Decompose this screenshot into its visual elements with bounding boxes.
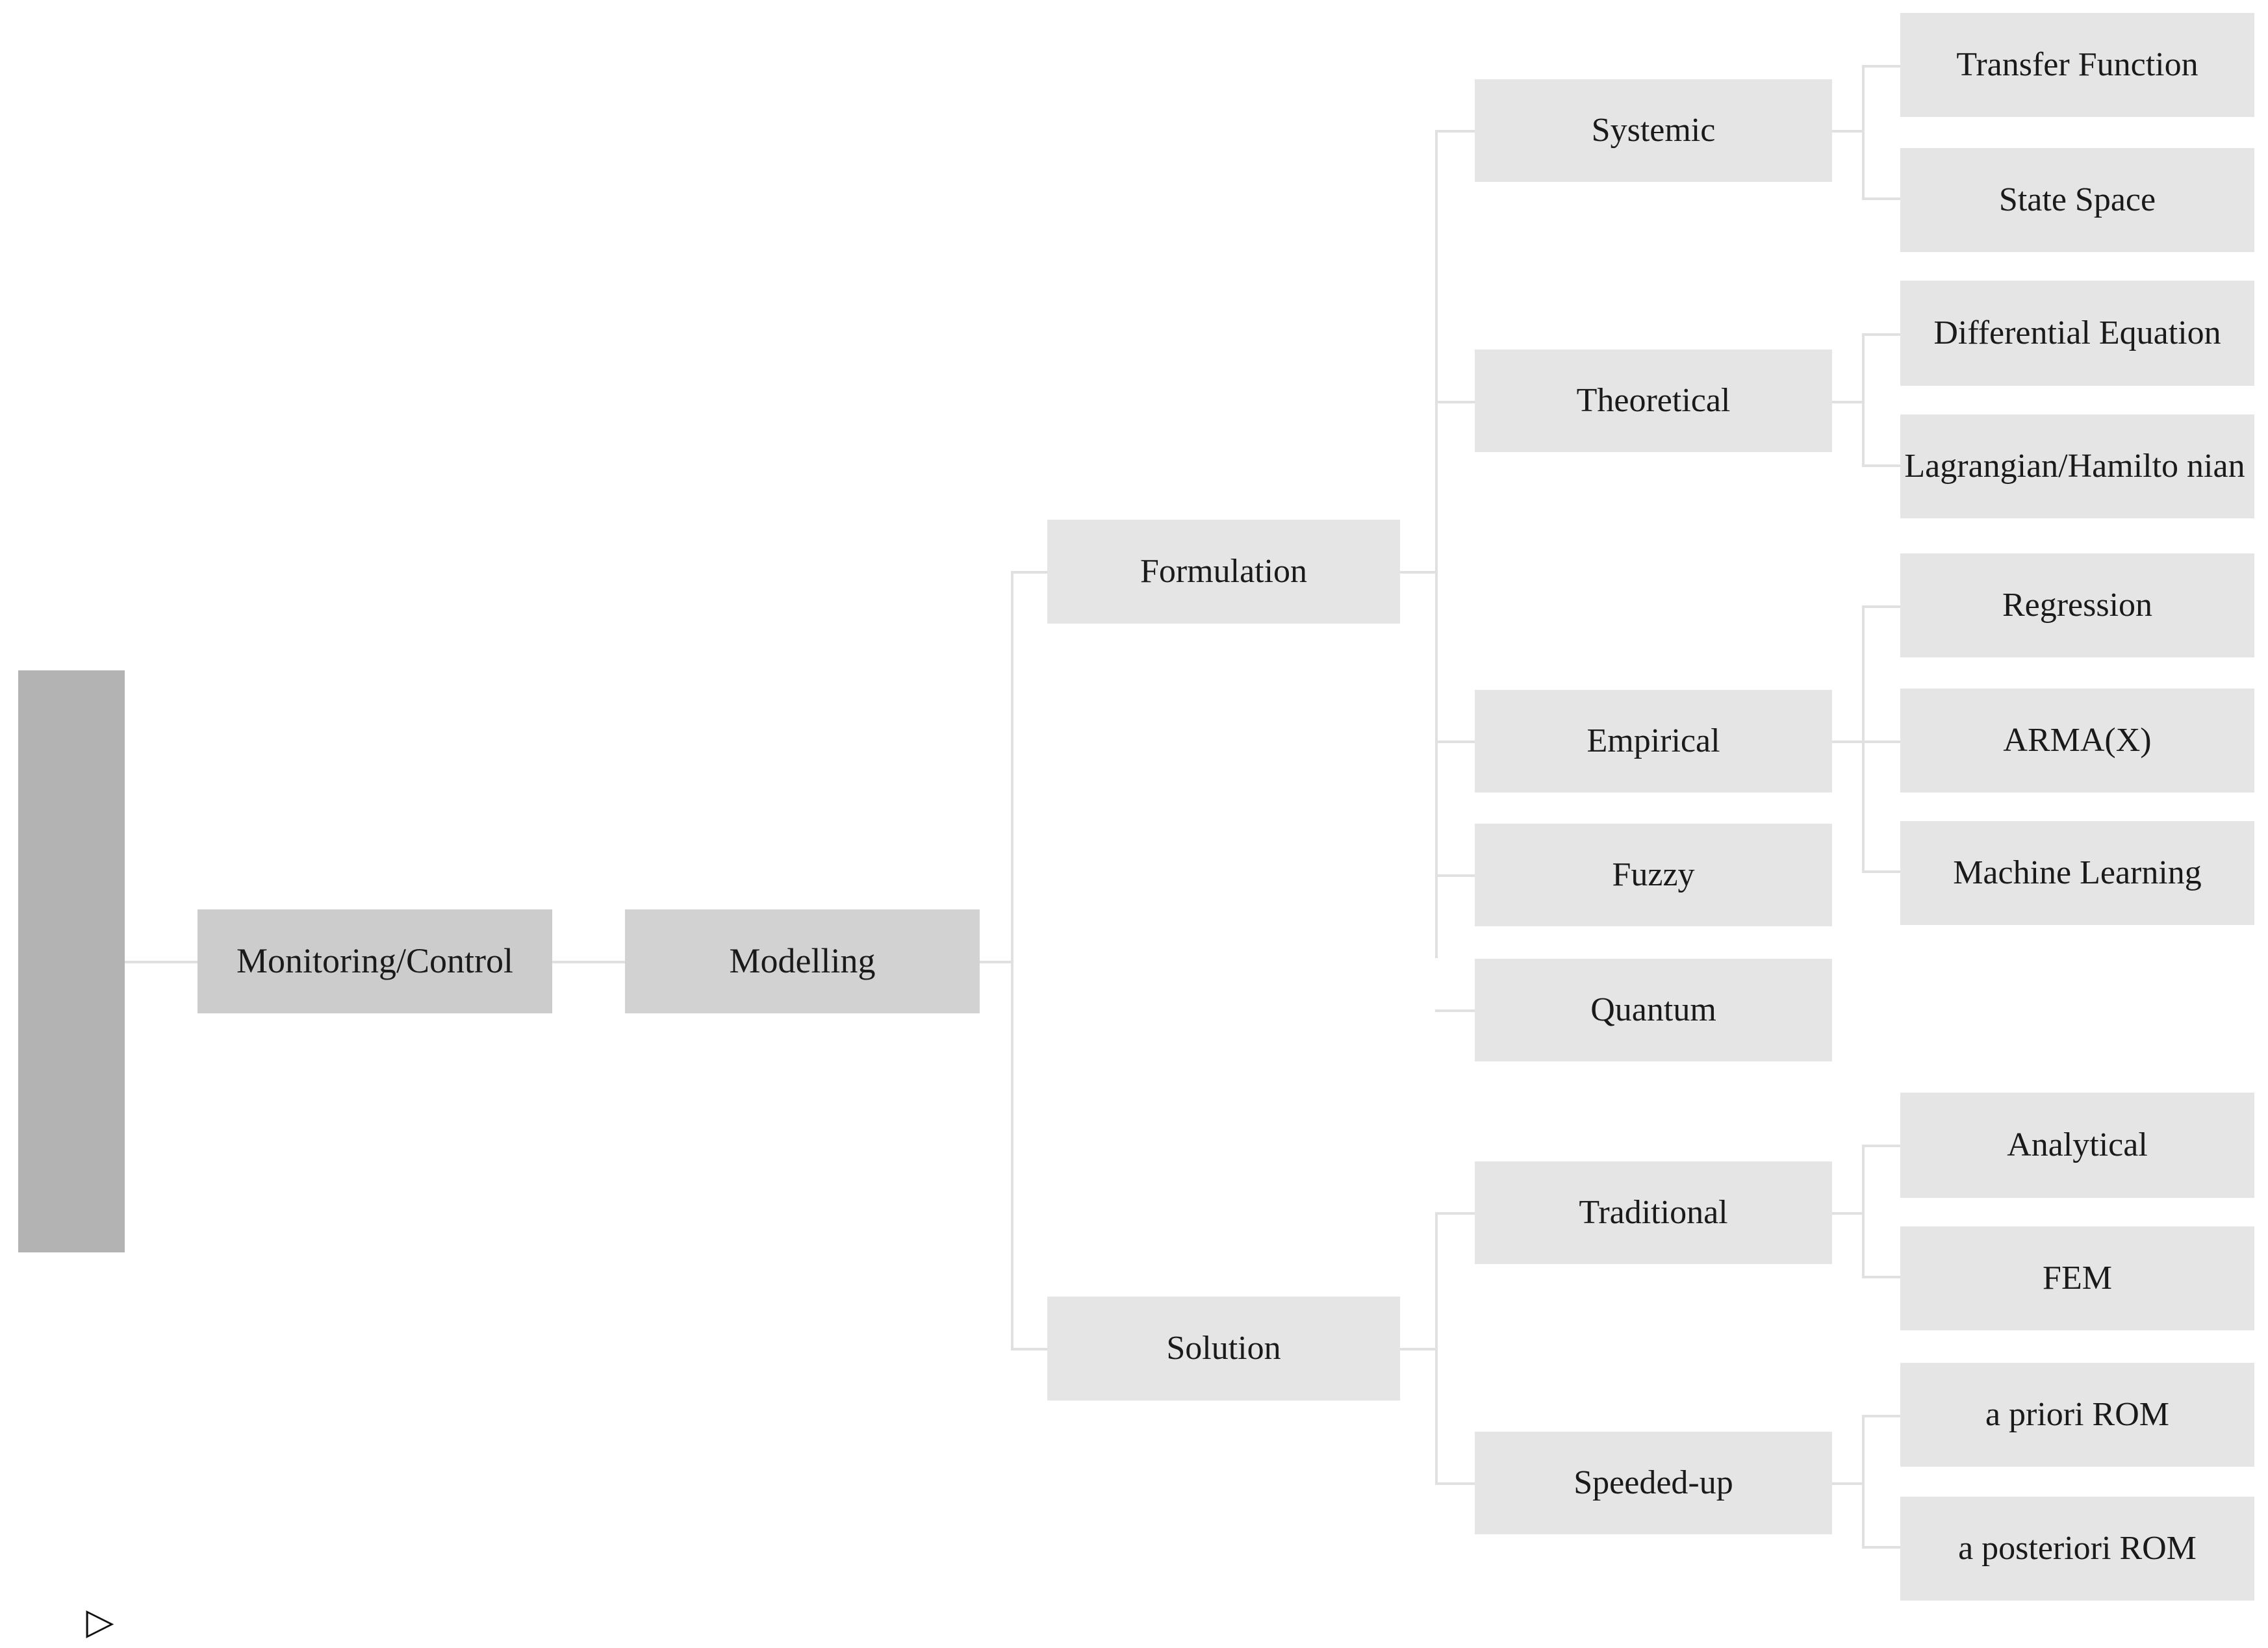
connector-formulation-stub — [1400, 571, 1438, 574]
connector-spine-to-theoretical — [1435, 401, 1476, 403]
node-fem[interactable]: FEM — [1900, 1226, 2254, 1330]
connector-spine-theoretical — [1862, 333, 1865, 467]
connector-solution-stub — [1400, 1348, 1438, 1350]
node-a-posteriori-rom-label: a posteriori ROM — [1958, 1530, 2197, 1567]
node-a-priori-rom[interactable]: a priori ROM — [1900, 1363, 2254, 1467]
connector-spine-modelling — [1011, 572, 1013, 1350]
node-solution-label: Solution — [1166, 1330, 1281, 1367]
triangle-right-glyph: ◁ — [86, 1606, 114, 1648]
node-modelling-label: Modelling — [729, 941, 876, 981]
connector-empirical-stub — [1832, 741, 1865, 743]
connector-theoretical-stub — [1832, 401, 1865, 403]
connector-systemic-to-state-space — [1862, 197, 1902, 200]
connector-theoretical-to-differential-equation — [1862, 333, 1902, 336]
node-lagrangian-hamiltonian-label: Lagrangian/Hamilto nian — [1904, 448, 2245, 485]
connector-spine-formulation — [1435, 130, 1438, 958]
connector-spine-solution — [1435, 1212, 1438, 1484]
node-traditional-label: Traditional — [1579, 1194, 1728, 1232]
node-machine-learning-label: Machine Learning — [1953, 854, 2202, 892]
node-solution[interactable]: Solution — [1047, 1297, 1400, 1401]
connector-spine-to-speededup — [1435, 1482, 1476, 1485]
connector-spine-to-solution — [1011, 1348, 1049, 1350]
node-analytical-label: Analytical — [2007, 1126, 2148, 1164]
connector-systemic-stub — [1832, 130, 1865, 133]
node-modelling[interactable]: Modelling — [625, 909, 980, 1013]
connector-modelling-stub — [980, 961, 1013, 963]
connector-empirical-to-arma — [1862, 741, 1902, 743]
connector-systemic-to-transfer-function — [1862, 65, 1902, 68]
node-quantum[interactable]: Quantum — [1475, 959, 1832, 1061]
node-machine-learning[interactable]: Machine Learning — [1900, 821, 2254, 925]
connector-traditional-to-analytical — [1862, 1145, 1902, 1147]
node-arma-x[interactable]: ARMA(X) — [1900, 689, 2254, 792]
node-lagrangian-hamiltonian[interactable]: Lagrangian/Hamilto nian — [1900, 414, 2254, 518]
node-formulation[interactable]: Formulation — [1047, 520, 1400, 624]
connector-spine-to-quantum — [1435, 1009, 1476, 1012]
connector-speededup-to-aposteriori — [1862, 1546, 1902, 1549]
connector-monitoring-to-modelling — [552, 961, 625, 963]
node-fuzzy[interactable]: Fuzzy — [1475, 824, 1832, 926]
connector-empirical-to-regression — [1862, 605, 1902, 608]
connector-spine-to-formulation — [1011, 571, 1049, 574]
connector-spine-empirical — [1862, 605, 1865, 873]
connector-spine-to-empirical — [1435, 741, 1476, 743]
node-monitoring-control[interactable]: Monitoring/Control — [197, 909, 552, 1013]
node-formulation-label: Formulation — [1140, 553, 1308, 590]
connector-traditional-to-fem — [1862, 1276, 1902, 1278]
node-regression-label: Regression — [2002, 587, 2153, 624]
node-empirical-label: Empirical — [1586, 722, 1720, 760]
connector-spine-to-traditional — [1435, 1212, 1476, 1215]
node-traditional[interactable]: Traditional — [1475, 1161, 1832, 1264]
node-systemic[interactable]: Systemic — [1475, 79, 1832, 182]
connector-spine-to-systemic — [1435, 130, 1476, 133]
connector-empirical-to-machine-learning — [1862, 870, 1902, 873]
node-fuzzy-label: Fuzzy — [1612, 856, 1695, 894]
node-theoretical[interactable]: Theoretical — [1475, 349, 1832, 452]
node-transfer-function-label: Transfer Function — [1956, 46, 2198, 84]
node-speeded-up[interactable]: Speeded-up — [1475, 1432, 1832, 1534]
node-monitoring-control-label: Monitoring/Control — [236, 941, 513, 981]
node-arma-x-label: ARMA(X) — [2003, 722, 2152, 759]
connector-spine-traditional — [1862, 1145, 1865, 1278]
connector-speededup-to-apriori — [1862, 1415, 1902, 1417]
node-speeded-up-label: Speeded-up — [1574, 1464, 1733, 1502]
node-quantum-label: Quantum — [1590, 991, 1716, 1029]
node-analytical[interactable]: Analytical — [1900, 1093, 2254, 1198]
connector-spine-speededup — [1862, 1415, 1865, 1549]
node-regression[interactable]: Regression — [1900, 553, 2254, 657]
connector-spine-systemic — [1862, 65, 1865, 200]
node-differential-equation-label: Differential Equation — [1933, 314, 2221, 352]
node-fem-label: FEM — [2043, 1260, 2112, 1297]
root-node-bar[interactable]: ◁ — [18, 670, 125, 1648]
node-systemic-label: Systemic — [1591, 112, 1716, 149]
node-a-posteriori-rom[interactable]: a posteriori ROM — [1900, 1497, 2254, 1601]
node-state-space[interactable]: State Space — [1900, 148, 2254, 252]
node-a-priori-rom-label: a priori ROM — [1985, 1396, 2170, 1434]
connector-theoretical-to-lagrangian — [1862, 464, 1902, 467]
connector-root-to-monitoring — [125, 961, 197, 963]
node-transfer-function[interactable]: Transfer Function — [1900, 13, 2254, 117]
connector-spine-to-fuzzy — [1435, 874, 1476, 877]
node-empirical[interactable]: Empirical — [1475, 690, 1832, 792]
node-state-space-label: State Space — [1998, 181, 2156, 219]
node-differential-equation[interactable]: Differential Equation — [1900, 281, 2254, 386]
node-theoretical-label: Theoretical — [1576, 382, 1731, 420]
